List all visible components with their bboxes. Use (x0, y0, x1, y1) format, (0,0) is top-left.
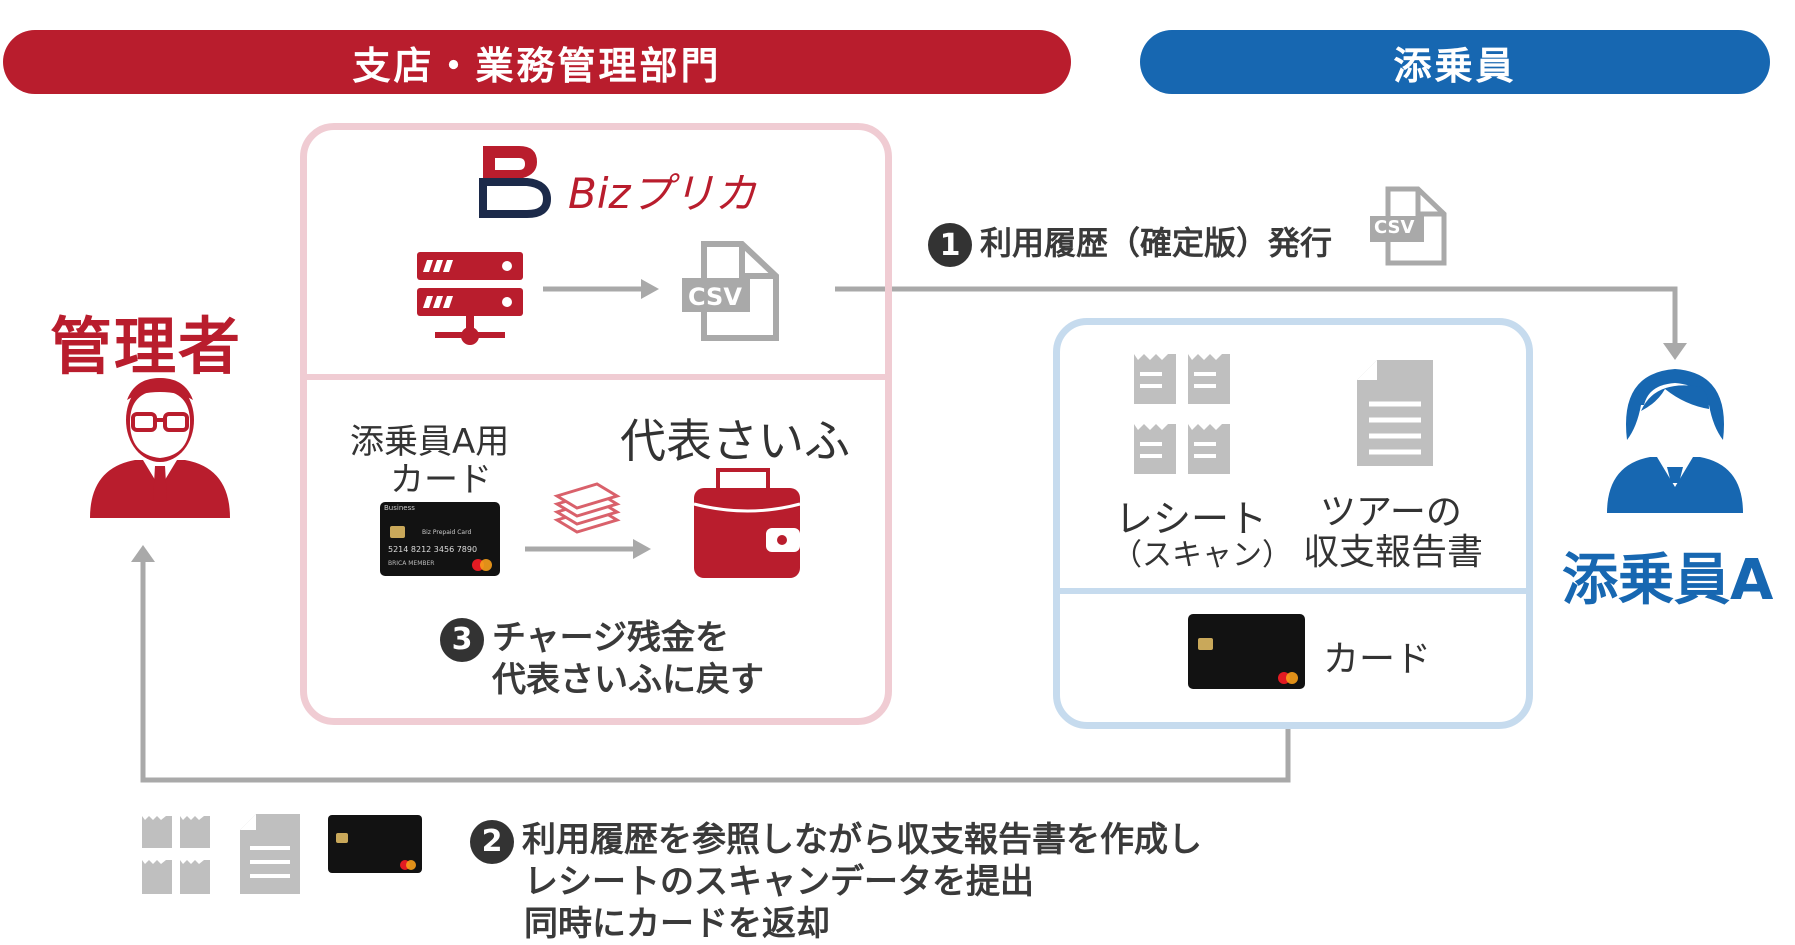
receipt-label-line2: （スキャン） (1112, 538, 1292, 573)
bizprica-panel (300, 123, 892, 725)
card-label-line2: カード (390, 460, 492, 500)
step1-csv-icon (1370, 186, 1447, 266)
server-icon (417, 252, 523, 345)
branch-header: 支店・業務管理部門 (3, 30, 1071, 94)
step2-line3: 同時にカードを返却 (524, 904, 830, 944)
blue-box-card-image (1188, 614, 1305, 689)
receipt-icon-group (1134, 354, 1230, 474)
mastercard-icon-3 (400, 860, 416, 870)
card-brand-top: Business (384, 504, 415, 512)
step3-line2: 代表さいふに戻す (492, 660, 764, 700)
mastercard-icon-2 (1278, 672, 1298, 684)
attendant-icon (1607, 369, 1743, 513)
blue-box-card-label: カード (1323, 639, 1432, 680)
step3-text-line1: チャージ残金を (492, 618, 729, 658)
arrow-step2-head (131, 545, 155, 562)
csv-file-icon (682, 241, 779, 341)
panel-divider (307, 374, 885, 380)
bizprica-logo-text: Bizプリカ (568, 169, 757, 218)
card-chip-2 (1198, 638, 1213, 650)
bizprica-logo-icon (479, 146, 552, 218)
manager-icon (90, 378, 230, 518)
panel-divider-blue (1060, 588, 1526, 594)
step1-number-badge: 1 (928, 223, 972, 267)
wallet-label: 代表さいふ (620, 414, 850, 468)
step2-number-badge: 2 (470, 819, 514, 864)
wallet-icon (693, 468, 801, 578)
manager-label: 管理者 (50, 310, 243, 383)
attendant-header: 添乗員 (1140, 30, 1770, 94)
card-chip-3 (336, 833, 348, 843)
returned-receipts-icon (142, 816, 210, 894)
mastercard-icon (472, 559, 492, 571)
step1-csv-label: CSV (1374, 217, 1415, 238)
step2-line2: レシートのスキャンデータを提出 (524, 862, 1034, 902)
step2-text-line1: 利用履歴を参照しながら収支報告書を作成し (522, 820, 1202, 860)
prepaid-card-image: Business Biz Prepaid Card 5214 8212 3456… (380, 502, 500, 576)
arrow-step1 (835, 286, 1678, 345)
arrow-card-to-wallet (525, 539, 651, 559)
money-stack-icon (553, 482, 621, 534)
returned-card-image (328, 815, 422, 873)
receipt-label-line1: レシート (1115, 497, 1268, 541)
attendant-label: 添乗員A (1562, 548, 1774, 613)
arrow-step1-head (1663, 343, 1687, 360)
report-document-icon (1357, 360, 1433, 466)
arrow-step2 (140, 560, 1291, 783)
card-chip (390, 526, 405, 538)
card-product: Biz Prepaid Card (422, 529, 472, 536)
card-label-line1: 添乗員A用 (350, 422, 510, 462)
card-number: 5214 8212 3456 7890 (388, 545, 478, 554)
card-holder: BRICA MEMBER (388, 560, 435, 567)
step3-number-badge: 3 (440, 617, 484, 662)
returned-report-icon (240, 814, 300, 894)
report-label-line1: ツアーの (1320, 492, 1462, 533)
attendant-items-panel (1053, 318, 1533, 729)
step1-text: 利用履歴（確定版）発行 (980, 224, 1333, 262)
csv-label: CSV (688, 283, 742, 311)
arrow-server-to-csv (543, 279, 659, 299)
report-label-line2: 収支報告書 (1303, 532, 1484, 573)
